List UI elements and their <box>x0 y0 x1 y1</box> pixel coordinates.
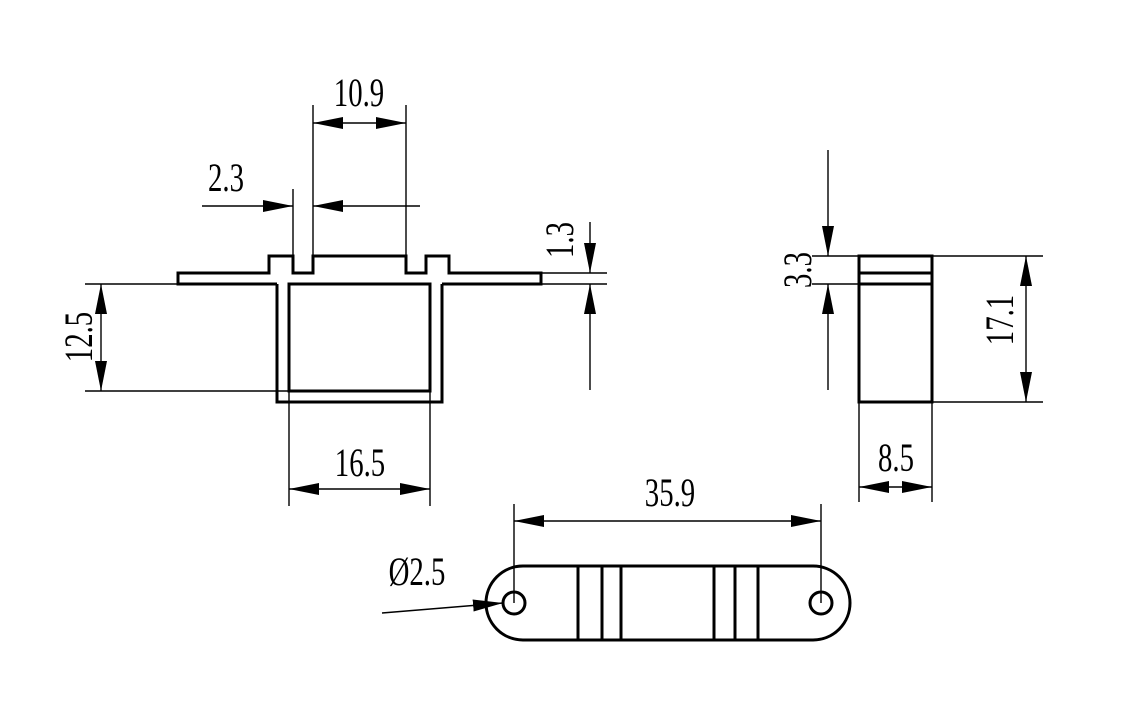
dimension-hole-diameter: Ø2.5 <box>389 549 446 594</box>
leader-line <box>381 599 504 614</box>
front-view: 10.9 2.3 1.3 12.5 16.5 <box>56 70 607 506</box>
side-outline <box>857 254 934 404</box>
body-inner <box>287 282 432 393</box>
side-view: 3.3 17.1 8.5 <box>775 150 1043 502</box>
dimension-flange-thickness: 1.3 <box>537 222 582 258</box>
dimension-slot-width: 2.3 <box>208 155 244 200</box>
flange-profile <box>176 254 543 286</box>
top-view: 35.9 Ø2.5 <box>381 470 852 642</box>
dimension-total-height: 17.1 <box>977 295 1022 345</box>
body-outer <box>275 284 444 404</box>
groove-lines <box>576 566 760 640</box>
dimension-depth: 8.5 <box>878 435 914 480</box>
top-outline <box>484 564 852 642</box>
dimension-body-height: 12.5 <box>56 312 101 362</box>
dimension-side-step: 3.3 <box>775 252 820 288</box>
dimension-tab-gap: 10.9 <box>334 70 384 115</box>
dimension-body-width: 16.5 <box>335 440 385 485</box>
dimension-hole-spacing: 35.9 <box>645 470 695 515</box>
